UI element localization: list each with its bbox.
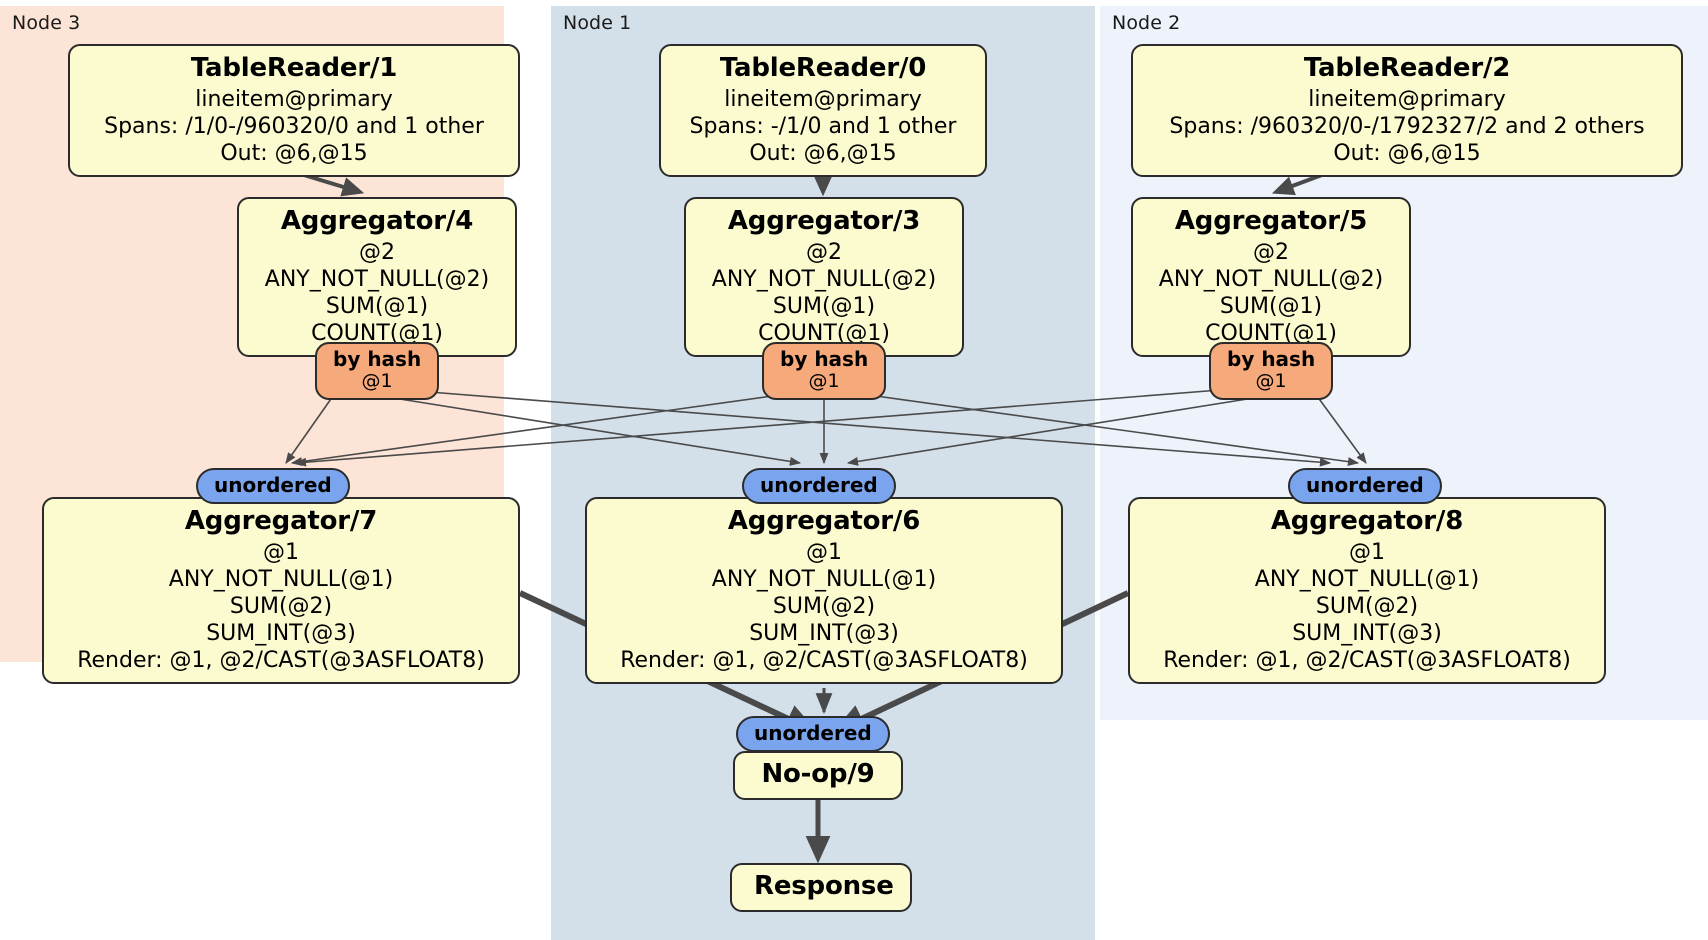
processor-line: Out: @6,@15 <box>749 141 897 167</box>
processor-line: lineitem@primary <box>724 86 922 112</box>
badge-by-hash-aggregator4[interactable]: by hash @1 <box>315 342 440 400</box>
processor-line: ANY_NOT_NULL(@1) <box>1254 567 1480 593</box>
processor-line: @2 <box>806 239 842 265</box>
processor-line: COUNT(@1) <box>1205 321 1337 347</box>
processor-line: SUM_INT(@3) <box>1292 621 1442 647</box>
processor-title: Aggregator/8 <box>1270 506 1464 536</box>
processor-line: COUNT(@1) <box>758 321 890 347</box>
processor-line: lineitem@primary <box>195 86 393 112</box>
processor-title: Aggregator/4 <box>280 206 474 236</box>
badge-by-hash-aggregator5[interactable]: by hash @1 <box>1209 342 1334 400</box>
processor-line: Out: @6,@15 <box>1333 141 1481 167</box>
processor-line: Render: @1, @2/CAST(@3ASFLOAT8) <box>77 648 485 674</box>
processor-line: @2 <box>1253 239 1289 265</box>
badge-title: unordered <box>1306 473 1424 497</box>
processor-line: @1 <box>806 539 842 565</box>
processor-line: SUM(@2) <box>229 594 333 620</box>
processor-line: @2 <box>359 239 395 265</box>
processor-tablereader1[interactable]: TableReader/1 lineitem@primary Spans: /1… <box>68 44 520 178</box>
processor-line: Out: @6,@15 <box>220 141 368 167</box>
processor-line: SUM(@1) <box>772 294 876 320</box>
processor-line: ANY_NOT_NULL(@2) <box>1158 267 1384 293</box>
processor-title: Aggregator/3 <box>727 206 921 236</box>
processor-title: TableReader/0 <box>719 53 927 83</box>
processor-noop9[interactable]: No-op/9 <box>733 751 903 800</box>
processor-line: lineitem@primary <box>1308 86 1506 112</box>
processor-line: @1 <box>263 539 299 565</box>
badge-subtitle: @1 <box>808 370 840 392</box>
processor-line: SUM_INT(@3) <box>749 621 899 647</box>
processor-aggregator7[interactable]: Aggregator/7 @1 ANY_NOT_NULL(@1) SUM(@2)… <box>42 497 520 685</box>
node-label-node3: Node 3 <box>12 12 81 34</box>
processor-title: No-op/9 <box>761 759 875 789</box>
processor-line: ANY_NOT_NULL(@1) <box>711 567 937 593</box>
badge-unordered-aggregator8[interactable]: unordered <box>1288 468 1442 504</box>
processor-line: SUM(@1) <box>1219 294 1323 320</box>
badge-title: by hash <box>780 347 869 371</box>
processor-title: Response <box>754 871 894 901</box>
badge-title: unordered <box>754 721 872 745</box>
node-label-node2: Node 2 <box>1112 12 1181 34</box>
processor-line: SUM(@1) <box>325 294 429 320</box>
badge-unordered-noop9[interactable]: unordered <box>736 716 890 752</box>
node-label-node1: Node 1 <box>563 12 632 34</box>
processor-line: SUM_INT(@3) <box>206 621 356 647</box>
badge-subtitle: @1 <box>1255 370 1287 392</box>
processor-line: SUM(@2) <box>772 594 876 620</box>
processor-aggregator3[interactable]: Aggregator/3 @2 ANY_NOT_NULL(@2) SUM(@1)… <box>684 197 964 358</box>
processor-line: ANY_NOT_NULL(@1) <box>168 567 394 593</box>
badge-subtitle: @1 <box>361 370 393 392</box>
processor-title: TableReader/1 <box>190 53 398 83</box>
processor-line: COUNT(@1) <box>311 321 443 347</box>
badge-unordered-aggregator6[interactable]: unordered <box>742 468 896 504</box>
processor-line: Spans: -/1/0 and 1 other <box>689 114 957 140</box>
processor-line: ANY_NOT_NULL(@2) <box>711 267 937 293</box>
processor-line: Render: @1, @2/CAST(@3ASFLOAT8) <box>1163 648 1571 674</box>
edge-mesh-hash-to-unordered <box>285 389 1367 467</box>
processor-title: TableReader/2 <box>1303 53 1511 83</box>
processor-line: Spans: /960320/0-/1792327/2 and 2 others <box>1169 114 1645 140</box>
processor-title: Aggregator/6 <box>727 506 921 536</box>
processor-line: ANY_NOT_NULL(@2) <box>264 267 490 293</box>
processor-tablereader0[interactable]: TableReader/0 lineitem@primary Spans: -/… <box>659 44 987 178</box>
processor-aggregator5[interactable]: Aggregator/5 @2 ANY_NOT_NULL(@2) SUM(@1)… <box>1131 197 1411 358</box>
processor-aggregator4[interactable]: Aggregator/4 @2 ANY_NOT_NULL(@2) SUM(@1)… <box>237 197 517 358</box>
badge-title: unordered <box>214 473 332 497</box>
processor-tablereader2[interactable]: TableReader/2 lineitem@primary Spans: /9… <box>1131 44 1683 178</box>
processor-title: Aggregator/7 <box>184 506 378 536</box>
badge-by-hash-aggregator3[interactable]: by hash @1 <box>762 342 887 400</box>
badge-title: by hash <box>1227 347 1316 371</box>
processor-aggregator6[interactable]: Aggregator/6 @1 ANY_NOT_NULL(@1) SUM(@2)… <box>585 497 1063 685</box>
processor-title: Aggregator/5 <box>1174 206 1368 236</box>
processor-response[interactable]: Response <box>730 863 912 912</box>
processor-line: Render: @1, @2/CAST(@3ASFLOAT8) <box>620 648 1028 674</box>
processor-line: Spans: /1/0-/960320/0 and 1 other <box>104 114 484 140</box>
processor-aggregator8[interactable]: Aggregator/8 @1 ANY_NOT_NULL(@1) SUM(@2)… <box>1128 497 1606 685</box>
badge-unordered-aggregator7[interactable]: unordered <box>196 468 350 504</box>
processor-line: SUM(@2) <box>1315 594 1419 620</box>
badge-title: by hash <box>333 347 422 371</box>
badge-title: unordered <box>760 473 878 497</box>
processor-line: @1 <box>1349 539 1385 565</box>
